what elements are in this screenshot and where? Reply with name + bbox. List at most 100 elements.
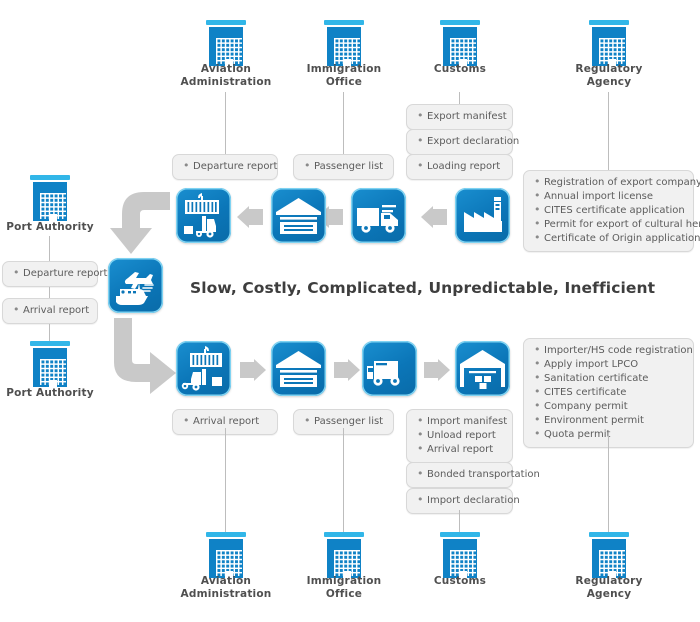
building-roof <box>30 175 70 180</box>
doc-item: Apply import LPCO <box>533 357 684 372</box>
connector-customs-top <box>459 92 461 104</box>
building-door <box>343 571 351 578</box>
doc-item: Registration of export company/item <box>533 175 700 190</box>
arrow-import-truck-to-storage <box>424 359 450 381</box>
warehouse-icon <box>276 351 321 387</box>
node-export-truck[interactable] <box>351 188 406 243</box>
node-export-factory[interactable] <box>455 188 510 243</box>
doc-pill-left-arrival-report[interactable]: Arrival report <box>2 298 98 324</box>
doc-item: Passenger list <box>303 159 384 174</box>
doc-pill-import-declaration[interactable]: Import declaration <box>406 488 520 514</box>
arrow-import-port-to-warehouse <box>240 359 266 381</box>
label-aviation-administration-top: Aviation Administration <box>180 63 272 88</box>
connector-aviation-bottom <box>225 428 227 532</box>
building-roof <box>324 532 364 537</box>
doc-pill-export-manifest[interactable]: Export manifest <box>406 104 513 130</box>
building-icon-port-authority-bottom <box>30 341 70 387</box>
node-import-port-unloading[interactable] <box>176 341 231 396</box>
building-roof <box>589 532 629 537</box>
connector-port-authority-bottom <box>49 324 51 342</box>
factory-icon <box>464 197 502 232</box>
building-icon-aviation-administration-top <box>206 20 246 66</box>
building-body <box>592 27 626 66</box>
building-body <box>327 27 361 66</box>
doc-item: Environment permit <box>533 413 684 428</box>
doc-pill-left-departure-report[interactable]: Departure report <box>2 261 107 287</box>
doc-item: Export manifest <box>416 109 507 124</box>
building-door <box>608 571 616 578</box>
doc-item: Export declaration <box>416 134 519 149</box>
building-body <box>33 182 67 221</box>
doc-item: Loading report <box>416 159 503 174</box>
container-forklift-icon <box>184 193 219 238</box>
building-body <box>209 27 243 66</box>
doc-pill-export-passenger-list[interactable]: Passenger list <box>293 154 394 180</box>
curved-arrow-inbound <box>108 184 170 260</box>
building-roof <box>206 532 246 537</box>
connector-immigration-top <box>343 92 345 154</box>
building-roof <box>206 20 246 25</box>
doc-pill-export-declaration[interactable]: Export declaration <box>406 129 519 155</box>
node-import-storage[interactable] <box>455 341 510 396</box>
warehouse-icon <box>276 198 321 234</box>
building-icon-regulatory-agency-bottom <box>589 532 629 578</box>
building-icon-customs-top <box>440 20 480 66</box>
doc-pill-export-departure-report[interactable]: Departure report <box>172 154 278 180</box>
connector-aviation-top <box>225 92 227 154</box>
label-regulatory-agency-top: Regulatory Agency <box>575 63 643 88</box>
node-sea-air-transport[interactable] <box>108 258 163 313</box>
label-customs-bottom: Customs <box>433 575 487 587</box>
building-roof <box>324 20 364 25</box>
doc-item: Sanitation certificate <box>533 371 684 386</box>
doc-item: Arrival report <box>416 442 503 457</box>
doc-item: Departure report <box>12 266 107 281</box>
page-title: Slow, Costly, Complicated, Unpredictable… <box>190 279 656 297</box>
building-door <box>225 59 233 66</box>
warehouse-boxes-icon <box>460 350 505 389</box>
doc-item: Unload report <box>416 428 503 443</box>
truck-icon <box>367 361 400 386</box>
doc-pill-import-bonded-transportation[interactable]: Bonded transportation <box>406 462 540 488</box>
building-icon-regulatory-agency-top <box>589 20 629 66</box>
building-body <box>327 539 361 578</box>
doc-pill-export-regulatory-list[interactable]: Registration of export company/item Annu… <box>523 170 700 252</box>
arrow-export-factory-to-truck <box>421 206 447 228</box>
building-body <box>592 539 626 578</box>
arrow-import-warehouse-to-truck <box>334 359 360 381</box>
building-door <box>459 571 467 578</box>
doc-item: Bonded transportation <box>416 467 540 482</box>
node-export-port-loading[interactable] <box>176 188 231 243</box>
building-body <box>209 539 243 578</box>
doc-pill-import-regulatory-list[interactable]: Importer/HS code registration Apply impo… <box>523 338 694 448</box>
node-import-truck[interactable] <box>362 341 417 396</box>
connector-immigration-bottom <box>343 428 345 532</box>
doc-item: Arrival report <box>182 414 268 429</box>
doc-item: Annual import license <box>533 189 684 204</box>
label-customs-top: Customs <box>433 63 487 75</box>
building-body <box>33 348 67 387</box>
connector-left-docs <box>49 287 51 298</box>
node-import-warehouse[interactable] <box>271 341 326 396</box>
building-door <box>49 380 57 387</box>
node-export-warehouse[interactable] <box>271 188 326 243</box>
truck-icon <box>357 205 398 233</box>
connector-customs-bottom <box>459 510 461 532</box>
building-door <box>459 59 467 66</box>
doc-item: Passenger list <box>303 414 384 429</box>
doc-pill-import-manifest-group[interactable]: Import manifest Unload report Arrival re… <box>406 409 513 463</box>
doc-item: Certificate of Origin application <box>533 231 700 246</box>
doc-item: Import declaration <box>416 493 520 508</box>
doc-item: Company permit <box>533 399 684 414</box>
doc-item: Permit for export of cultural heritage <box>533 217 700 232</box>
building-roof <box>589 20 629 25</box>
label-regulatory-agency-bottom: Regulatory Agency <box>575 575 643 600</box>
label-immigration-office-top: Immigration Office <box>306 63 382 88</box>
doc-item: Import manifest <box>416 414 507 429</box>
connector-regulatory-top <box>608 92 610 170</box>
doc-pill-export-loading-report[interactable]: Loading report <box>406 154 513 180</box>
building-icon-customs-bottom <box>440 532 480 578</box>
building-body <box>443 539 477 578</box>
connector-port-authority-top <box>49 236 51 262</box>
container-forklift-icon <box>181 346 222 391</box>
doc-item: Arrival report <box>12 303 89 318</box>
